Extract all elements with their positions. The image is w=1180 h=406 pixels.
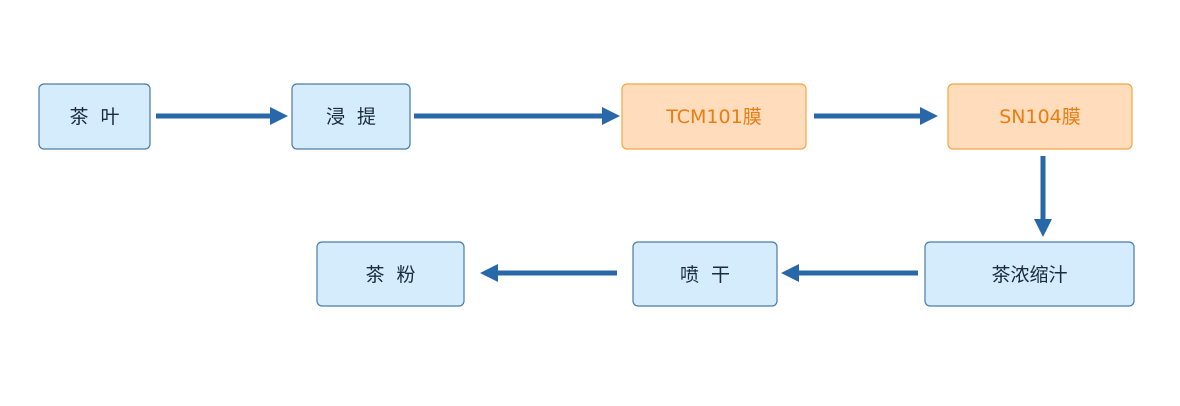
node-sn104-membrane-label: SN104膜 xyxy=(999,106,1081,128)
node-extraction: 浸 提 xyxy=(291,83,411,150)
node-tea-leaves: 茶 叶 xyxy=(38,83,151,150)
node-concentrate: 茶浓缩汁 xyxy=(924,241,1135,307)
edge-spray-dry-to-tea-powder xyxy=(480,264,617,282)
node-concentrate-label: 茶浓缩汁 xyxy=(991,264,1067,286)
node-extraction-label: 浸 提 xyxy=(326,106,376,128)
node-tea-powder: 茶 粉 xyxy=(316,241,465,307)
node-sn104-membrane: SN104膜 xyxy=(947,83,1133,150)
edge-concentrate-to-spray-dry xyxy=(781,264,918,282)
edges xyxy=(156,107,1052,282)
node-tcm101-membrane-label: TCM101膜 xyxy=(665,106,761,128)
node-tcm101-membrane: TCM101膜 xyxy=(621,83,807,150)
node-spray-dry-label: 喷 干 xyxy=(680,264,730,286)
node-spray-dry: 喷 干 xyxy=(632,241,778,307)
node-tea-powder-label: 茶 粉 xyxy=(365,264,415,286)
edge-tcm101-to-sn104 xyxy=(814,107,938,125)
edge-tea-leaves-to-extraction xyxy=(156,107,288,125)
node-tea-leaves-label: 茶 叶 xyxy=(69,106,119,128)
edge-extraction-to-tcm101 xyxy=(414,107,620,125)
edge-sn104-to-concentrate xyxy=(1034,156,1052,237)
